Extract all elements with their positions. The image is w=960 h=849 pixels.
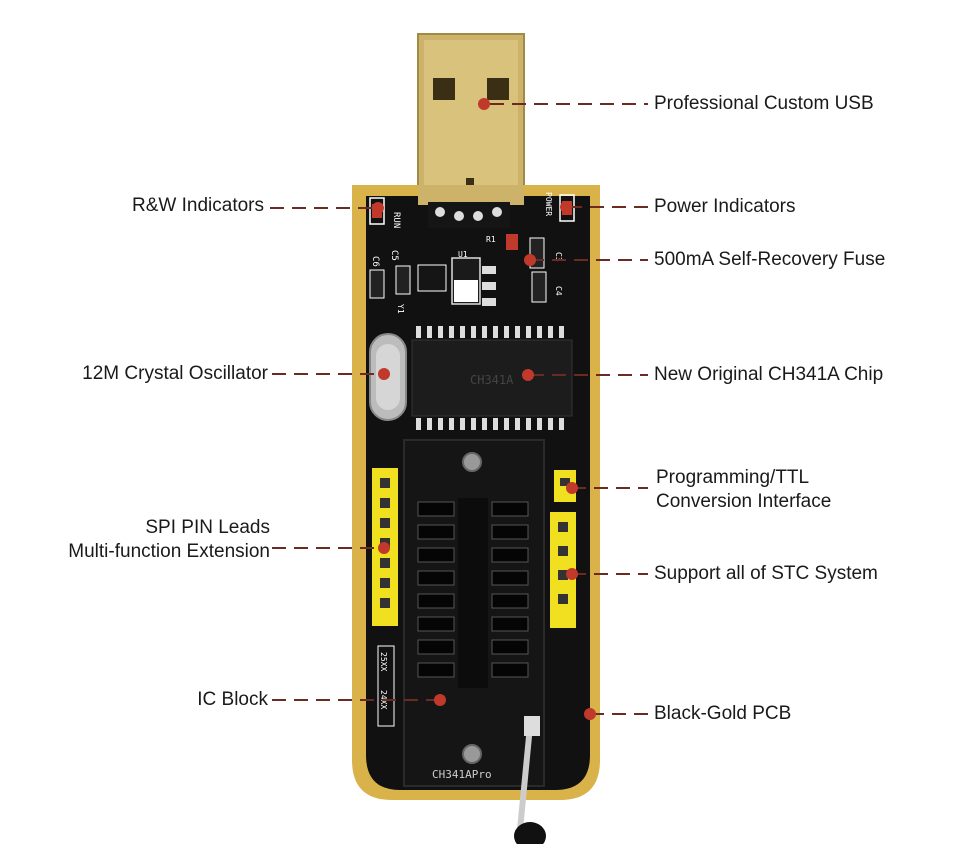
label-chip: New Original CH341A Chip	[654, 364, 884, 385]
label-power-indicators: Power Indicators	[654, 196, 796, 217]
silk-25xx: 25XX	[379, 652, 388, 671]
silk-board-name: CH341APro	[432, 768, 492, 781]
socket-lever	[514, 716, 546, 849]
silk-run: RUN	[391, 212, 401, 228]
silk-r1: R1	[486, 235, 496, 244]
silk-c3: C3	[554, 252, 563, 262]
label-programming-line2: Conversion Interface	[656, 491, 832, 512]
label-fuse: 500mA Self-Recovery Fuse	[654, 249, 886, 270]
silk-c6: C6	[370, 256, 380, 267]
label-rw-indicators: R&W Indicators	[132, 195, 264, 216]
usb-connector	[417, 33, 525, 205]
ic-socket	[403, 439, 545, 787]
leader-lines	[270, 103, 648, 715]
silk-u1: U1	[458, 250, 468, 259]
callout-dots	[372, 98, 596, 720]
label-stc: Support all of STC System	[654, 563, 878, 584]
crystal-cap	[417, 264, 447, 292]
ttl-jumper-header	[554, 470, 576, 502]
label-pcb: Black-Gold PCB	[654, 703, 792, 724]
silk-power: POWER	[544, 192, 553, 216]
label-crystal: 12M Crystal Oscillator	[82, 363, 268, 384]
label-usb: Professional Custom USB	[654, 93, 874, 114]
label-ic-block: IC Block	[197, 689, 268, 710]
ch341a-chip: CH341A	[411, 326, 573, 430]
chip-pins-top	[416, 326, 564, 338]
label-spi-leads: SPI PIN Leads Multi-function Extension	[68, 516, 270, 564]
fuse-component	[506, 234, 518, 250]
voltage-regulator	[451, 257, 496, 306]
usb-shield	[418, 185, 524, 205]
socket-slots-right	[491, 501, 529, 678]
silk-c5: C5	[389, 250, 399, 261]
silk-y1: Y1	[396, 304, 405, 314]
label-spi-line1: SPI PIN Leads	[145, 517, 270, 538]
chip-pins-bottom	[416, 418, 564, 430]
label-programming-interface: Programming/TTL Conversion Interface	[656, 466, 831, 514]
silk-c4: C4	[554, 286, 563, 296]
label-programming-line1: Programming/TTL	[656, 467, 810, 488]
chip-marking: CH341A	[470, 373, 514, 387]
socket-slots-left	[417, 501, 455, 678]
label-spi-line2: Multi-function Extension	[68, 541, 270, 562]
